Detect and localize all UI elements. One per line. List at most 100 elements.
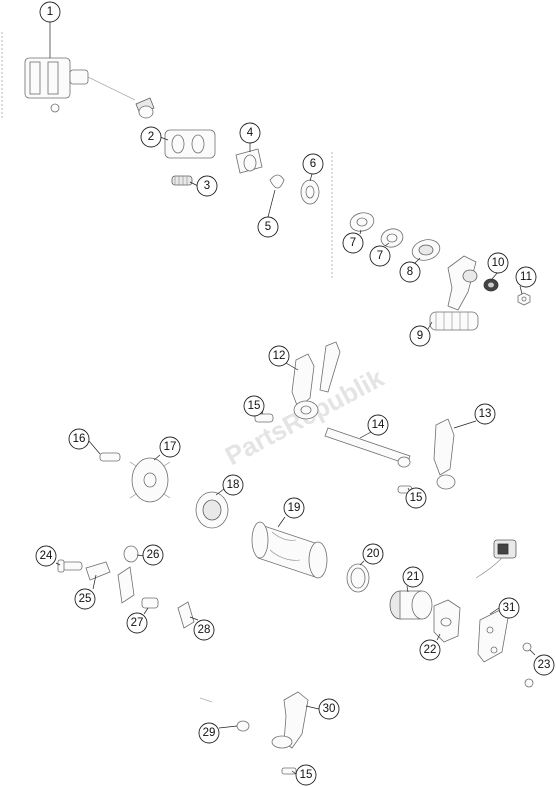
callout[interactable]: 3 bbox=[196, 175, 218, 197]
part-bearing-8[interactable] bbox=[410, 237, 442, 264]
callout-label: 31 bbox=[503, 602, 516, 614]
part-shift-drum-segment[interactable] bbox=[164, 129, 216, 159]
callout[interactable]: 9 bbox=[409, 325, 431, 347]
callout[interactable]: 8 bbox=[399, 261, 421, 283]
part-fork-shaft-14[interactable] bbox=[324, 427, 411, 468]
part-washer-6[interactable] bbox=[300, 179, 320, 205]
callout[interactable]: 7 bbox=[369, 245, 391, 267]
callout[interactable]: 15 bbox=[243, 395, 265, 417]
callout-label: 6 bbox=[310, 158, 316, 170]
callout[interactable]: 23 bbox=[533, 654, 555, 676]
part-clip[interactable] bbox=[269, 174, 285, 189]
part-pin-15c[interactable] bbox=[281, 767, 297, 775]
part-spring[interactable] bbox=[171, 175, 193, 186]
part-detent-lever[interactable] bbox=[235, 148, 263, 174]
callout[interactable]: 2 bbox=[140, 126, 162, 148]
part-nut-10[interactable] bbox=[483, 278, 499, 292]
part-lever-30[interactable] bbox=[271, 691, 309, 749]
callout-label: 17 bbox=[164, 441, 177, 453]
part-shift-lever-9[interactable] bbox=[429, 255, 479, 331]
callout-label: 7 bbox=[377, 250, 383, 262]
part-plate-22[interactable] bbox=[433, 599, 461, 643]
callout-label: 23 bbox=[538, 659, 551, 671]
callout-label: 12 bbox=[273, 350, 286, 362]
callout-label: 7 bbox=[350, 237, 356, 249]
part-bearing-18[interactable] bbox=[195, 491, 229, 529]
callout[interactable]: 6 bbox=[302, 153, 324, 175]
part-shift-shaft-assembly[interactable] bbox=[24, 57, 136, 113]
callout[interactable]: 15 bbox=[295, 764, 317, 786]
dashed-guide-lines bbox=[1, 32, 333, 280]
callout-label: 15 bbox=[300, 769, 313, 781]
callout[interactable]: 17 bbox=[159, 436, 181, 458]
callout[interactable]: 10 bbox=[487, 252, 509, 274]
callout[interactable]: 5 bbox=[257, 216, 279, 238]
callout[interactable]: 1 bbox=[39, 1, 61, 23]
callout-label: 3 bbox=[204, 180, 210, 192]
callout[interactable]: 19 bbox=[283, 497, 305, 519]
callout[interactable]: 7 bbox=[342, 232, 364, 254]
callout-label: 20 bbox=[367, 548, 380, 560]
callout-label: 13 bbox=[479, 408, 492, 420]
callout-label: 15 bbox=[248, 400, 261, 412]
part-spring-27[interactable] bbox=[141, 597, 159, 609]
part-bracket-31[interactable] bbox=[477, 609, 509, 663]
callout[interactable]: 25 bbox=[74, 588, 96, 610]
part-drum-21[interactable] bbox=[389, 590, 433, 620]
part-lever-25[interactable] bbox=[85, 561, 111, 581]
callout-label: 14 bbox=[372, 419, 385, 431]
callout-label: 5 bbox=[265, 221, 271, 233]
callout-label: 15 bbox=[410, 492, 423, 504]
callout[interactable]: 14 bbox=[367, 414, 389, 436]
callout-label: 30 bbox=[323, 703, 336, 715]
callout[interactable]: 28 bbox=[193, 619, 215, 641]
part-washer-7b[interactable] bbox=[379, 226, 405, 249]
callout[interactable]: 22 bbox=[419, 639, 441, 661]
callout-label: 24 bbox=[40, 550, 53, 562]
part-pin-16[interactable] bbox=[99, 452, 121, 462]
callout[interactable]: 24 bbox=[35, 545, 57, 567]
callout-label: 2 bbox=[148, 131, 154, 143]
part-shift-fork-13[interactable] bbox=[433, 418, 456, 490]
callout[interactable]: 30 bbox=[318, 698, 340, 720]
callout[interactable]: 31 bbox=[498, 597, 520, 619]
callout-label: 9 bbox=[417, 330, 423, 342]
callout[interactable]: 11 bbox=[515, 266, 537, 288]
part-shift-drum-star-17[interactable] bbox=[129, 457, 171, 503]
callout[interactable]: 20 bbox=[362, 543, 384, 565]
part-pin-15a[interactable] bbox=[254, 413, 274, 423]
part-sensor[interactable] bbox=[475, 539, 517, 579]
callout-label: 4 bbox=[247, 127, 254, 139]
callout-label: 26 bbox=[147, 549, 160, 561]
callout[interactable]: 18 bbox=[222, 474, 244, 496]
part-ring-26[interactable] bbox=[117, 545, 139, 604]
callout[interactable]: 16 bbox=[68, 428, 90, 450]
callout-label: 22 bbox=[424, 644, 437, 656]
leader-lines bbox=[49, 22, 536, 775]
callout[interactable]: 12 bbox=[268, 345, 290, 367]
callout[interactable]: 21 bbox=[402, 566, 424, 588]
part-bolts-23[interactable] bbox=[522, 642, 534, 688]
callout-label: 18 bbox=[227, 479, 240, 491]
part-washer-7a[interactable] bbox=[348, 210, 376, 234]
callout[interactable]: 29 bbox=[198, 722, 220, 744]
callout-label: 21 bbox=[407, 571, 420, 583]
callout-label: 11 bbox=[520, 271, 532, 283]
callout[interactable]: 4 bbox=[239, 122, 261, 144]
callout-label: 27 bbox=[131, 617, 144, 629]
callout[interactable]: 15 bbox=[405, 487, 427, 509]
part-clip-28[interactable] bbox=[177, 601, 195, 629]
part-ring-20[interactable] bbox=[346, 563, 370, 593]
callout[interactable]: 27 bbox=[126, 612, 148, 634]
callout[interactable]: 26 bbox=[142, 544, 164, 566]
callout-label: 16 bbox=[73, 433, 86, 445]
callout-label: 10 bbox=[492, 257, 505, 269]
part-shift-fork-12[interactable] bbox=[291, 341, 341, 420]
part-hexnut-11[interactable] bbox=[517, 292, 531, 306]
part-bolt-24[interactable] bbox=[57, 559, 83, 573]
part-bushing[interactable] bbox=[135, 97, 155, 119]
part-shift-drum-19[interactable] bbox=[251, 521, 328, 579]
callout[interactable]: 13 bbox=[474, 403, 496, 425]
callout-label: 19 bbox=[288, 502, 301, 514]
